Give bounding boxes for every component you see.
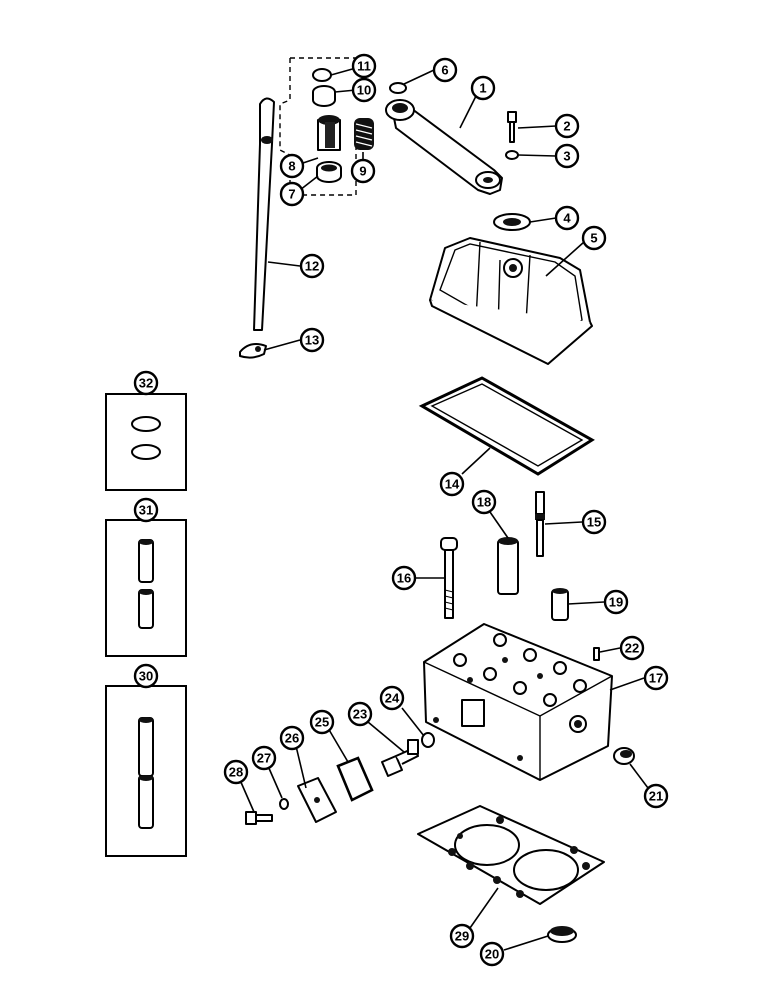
callout-10: 10 — [351, 77, 377, 103]
part-20-sealing-ring — [547, 926, 577, 943]
callout-13: 13 — [299, 327, 325, 353]
kit-box-32 — [105, 393, 187, 491]
callout-7: 7 — [279, 181, 305, 207]
part-14-cover-gasket — [418, 376, 595, 476]
part-10-collar — [312, 85, 336, 107]
svg-text:15: 15 — [587, 515, 601, 530]
callout-32: 32 — [133, 370, 159, 396]
leader-lines — [145, 67, 649, 951]
callout-23: 23 — [347, 701, 373, 727]
part-25-gasket — [336, 756, 374, 802]
kit-box-31 — [105, 519, 187, 657]
part-18-sleeve — [497, 537, 519, 595]
svg-text:29: 29 — [455, 929, 469, 944]
svg-text:13: 13 — [305, 333, 319, 348]
part-1-breather-arm — [385, 99, 503, 195]
svg-text:23: 23 — [353, 707, 367, 722]
svg-text:28: 28 — [229, 765, 243, 780]
part-13-clip — [239, 343, 267, 359]
callout-21: 21 — [643, 783, 669, 809]
callout-22: 22 — [619, 635, 645, 661]
svg-text:7: 7 — [288, 187, 295, 202]
svg-text:25: 25 — [315, 715, 329, 730]
part-27-lock-washer — [279, 798, 289, 810]
svg-text:2: 2 — [563, 119, 570, 134]
svg-text:12: 12 — [305, 259, 319, 274]
part-26-cover-plate — [297, 777, 337, 823]
callout-3: 3 — [554, 143, 580, 169]
part-11-snap-ring — [312, 68, 332, 82]
svg-text:18: 18 — [477, 495, 491, 510]
svg-text:30: 30 — [139, 669, 153, 684]
callout-27: 27 — [251, 745, 277, 771]
part-9-spring — [354, 118, 374, 150]
svg-text:31: 31 — [139, 503, 153, 518]
callout-11: 11 — [351, 53, 377, 79]
part-5-valve-cover — [429, 237, 593, 365]
part-22-dowel-pin — [593, 647, 600, 661]
svg-text:3: 3 — [563, 149, 570, 164]
svg-text:11: 11 — [357, 59, 371, 74]
callout-24: 24 — [379, 685, 405, 711]
part-24-washer — [421, 732, 435, 748]
callout-5: 5 — [581, 225, 607, 251]
svg-text:22: 22 — [625, 641, 639, 656]
part-3-washer — [505, 150, 519, 160]
callout-12: 12 — [299, 253, 325, 279]
svg-text:1: 1 — [479, 81, 486, 96]
part-17-cylinder-head — [423, 623, 613, 781]
part-23-fitting — [381, 739, 419, 777]
callout-16: 16 — [391, 565, 417, 591]
callout-25: 25 — [309, 709, 335, 735]
svg-text:8: 8 — [288, 159, 295, 174]
callout-15: 15 — [581, 509, 607, 535]
callout-26: 26 — [279, 725, 305, 751]
svg-text:6: 6 — [441, 63, 448, 78]
part-21-expansion-plug — [613, 747, 635, 765]
part-16-head-bolt — [440, 537, 458, 619]
callout-19: 19 — [603, 589, 629, 615]
part-2-bolt — [507, 111, 517, 143]
kit-box-30 — [105, 685, 187, 857]
svg-text:10: 10 — [357, 83, 371, 98]
part-19-sleeve — [551, 588, 569, 621]
part-6-o-ring — [389, 82, 407, 94]
svg-text:17: 17 — [649, 671, 663, 686]
callout-17: 17 — [643, 665, 669, 691]
svg-text:5: 5 — [590, 231, 597, 246]
svg-text:19: 19 — [609, 595, 623, 610]
callout-8: 8 — [279, 153, 305, 179]
part-28-bolt — [245, 811, 273, 825]
part-8-sleeve — [317, 115, 341, 151]
svg-text:21: 21 — [649, 789, 663, 804]
callout-2: 2 — [554, 113, 580, 139]
callout-14: 14 — [439, 471, 465, 497]
part-12-dipstick-tube — [253, 97, 275, 331]
callout-9: 9 — [350, 158, 376, 184]
part-15-stud — [535, 491, 545, 557]
part-29-head-gasket — [417, 805, 605, 905]
callout-29: 29 — [449, 923, 475, 949]
part-7-cup — [316, 161, 342, 183]
callout-28: 28 — [223, 759, 249, 785]
svg-text:4: 4 — [563, 211, 571, 226]
part-4-gasket — [493, 213, 531, 231]
svg-text:9: 9 — [359, 164, 366, 179]
svg-text:24: 24 — [385, 691, 400, 706]
svg-text:26: 26 — [285, 731, 299, 746]
svg-text:32: 32 — [139, 376, 153, 391]
svg-text:14: 14 — [445, 477, 460, 492]
callout-30: 30 — [133, 663, 159, 689]
callout-18: 18 — [471, 489, 497, 515]
svg-text:27: 27 — [257, 751, 271, 766]
svg-text:16: 16 — [397, 571, 411, 586]
svg-text:20: 20 — [485, 947, 499, 962]
callout-31: 31 — [133, 497, 159, 523]
callout-6: 6 — [432, 57, 458, 83]
callout-4: 4 — [554, 205, 580, 231]
callout-20: 20 — [479, 941, 505, 967]
callout-1: 1 — [470, 75, 496, 101]
